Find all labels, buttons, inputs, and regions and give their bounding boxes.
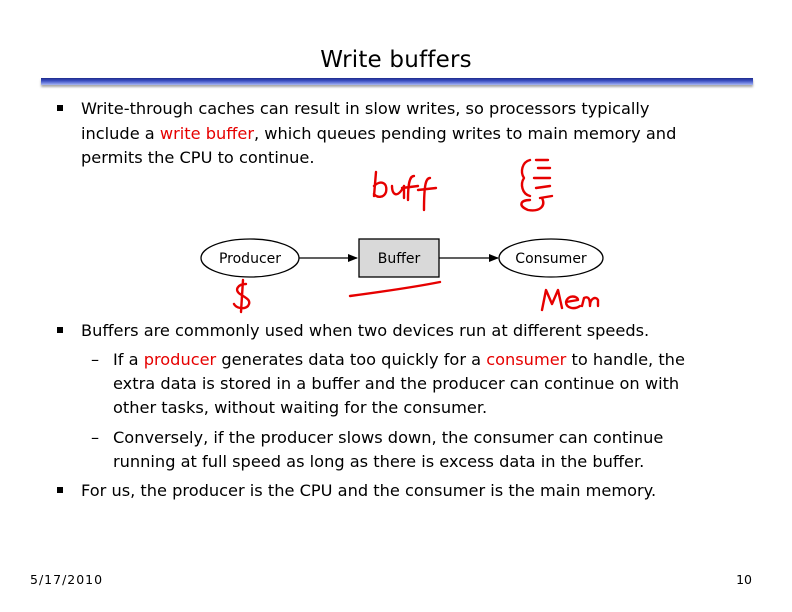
consumer-node [498, 238, 604, 278]
ink-buff-f1 [400, 174, 420, 202]
sub1-line1-post: to handle, the [566, 350, 685, 369]
buffer-label: Buffer [378, 251, 421, 267]
ink-buffer-underline [348, 280, 442, 298]
page-number: 10 [736, 572, 752, 587]
sub1-line1-mid: generates data too quickly for a [216, 350, 487, 369]
bullet1-line2-post: , which queues pending writes to main me… [254, 124, 677, 143]
slide-title: Write buffers [320, 47, 472, 73]
bullet3-line1: For us, the producer is the CPU and the … [81, 481, 657, 500]
term-write-buffer: write buffer [159, 124, 255, 143]
footer-date: 5/17/2010 [30, 572, 104, 587]
bullet-marker [57, 487, 63, 493]
bullet1-line3: permits the CPU to continue. [81, 148, 315, 167]
buffer-node [358, 238, 440, 278]
sub2-line1: Conversely, if the producer slows down, … [113, 428, 664, 447]
ink-vertical-scribble [520, 158, 554, 212]
sub1-line1-pre: If a [113, 350, 144, 369]
sub1-line3: other tasks, without waiting for the con… [113, 398, 488, 417]
sub2-line2: running at full speed as long as there i… [113, 452, 645, 471]
ink-mem-m [540, 288, 564, 312]
ink-dollar [232, 278, 251, 314]
bullet1-line1: Write-through caches can result in slow … [81, 99, 650, 118]
producer-label: Producer [219, 251, 281, 267]
consumer-label: Consumer [515, 251, 587, 267]
title-underline-bar [41, 78, 753, 85]
ink-buff-f2 [416, 176, 438, 212]
bullet1-line2: include a write buffer, which queues pen… [81, 122, 676, 146]
term-producer: producer [143, 350, 217, 369]
sub-bullet-dash: – [91, 428, 100, 447]
ink-mem-e [564, 295, 582, 310]
ink-mem-m2 [580, 296, 600, 308]
bullet-marker [57, 105, 63, 111]
sub1-line2: extra data is stored in a buffer and the… [113, 374, 680, 393]
bullet1-line2-pre: include a [81, 124, 160, 143]
bullet-marker [57, 327, 63, 333]
handwritten-annotations [232, 158, 600, 314]
sub-bullet-dash: – [91, 350, 100, 369]
term-consumer: consumer [486, 350, 567, 369]
producer-node [200, 238, 300, 278]
ink-buff-b [372, 170, 388, 198]
bullet2-line1: Buffers are commonly used when two devic… [81, 321, 650, 340]
sub1-line1: If a producer generates data too quickly… [113, 348, 685, 372]
